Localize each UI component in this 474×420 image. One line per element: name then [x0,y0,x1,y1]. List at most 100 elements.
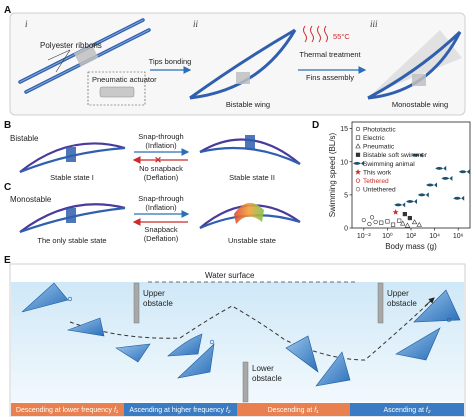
swimmer-3 [115,343,151,363]
electric-point [379,220,384,225]
water-surface-label: Water surface [205,271,255,280]
legend-entry: Swimming animal [363,161,415,168]
legend-entry: This work [363,169,392,176]
bistable-wing-a [189,28,297,100]
swimming-animal-point [441,175,453,181]
polyester-label: Polyester ribbons [40,41,102,50]
x-axis-label: Body mass (g) [385,242,437,251]
stable-state-2-label: Stable state II [229,173,275,182]
swimmer-8 [395,327,441,361]
swimming-animal-point [426,182,438,188]
phase-label-1: Descending at lower frequency f₁ [16,407,119,414]
panel-a-label: A [4,5,11,16]
legend-entry: Tethered [363,178,389,185]
phototactic-point [361,217,366,223]
legend-marker [355,143,361,149]
legend-marker [355,187,361,192]
upper-obstacle-1-line2: obstacle [143,299,173,308]
panel-b: B Bistable Stable state I Snap-through (… [4,120,301,182]
swimmer-1 [21,282,73,313]
phase-bar-2 [124,403,237,416]
phase-bar-3 [237,403,350,416]
legend-marker [355,178,361,183]
phototactic-point [369,215,375,220]
x-tick-label: 10⁰ [382,232,393,240]
lower-obstacle-line1: Lower [252,364,274,373]
bistable-wing-label: Bistable wing [226,100,270,109]
snap-through-label-c: Snap-through [138,194,183,203]
inflation-label-c: (Inflation) [145,203,177,212]
snapback-label: Snapback [144,225,178,234]
flat-ribbons [18,18,151,94]
panel-c-label: C [4,182,11,193]
electric-point [397,218,402,223]
pneumatic-point [416,221,422,227]
phase-bar-1 [11,403,124,416]
panel-c: C Monostable The only stable state Snap-… [4,182,301,245]
upper-obstacle-2 [377,282,384,324]
deflation-label-c: (Deflation) [144,234,179,243]
unstable-state-label: Unstable state [228,236,276,245]
upper-obstacle-2-line1: Upper [387,289,409,298]
x-tick-label: 10² [406,233,417,240]
swim-trajectory [69,299,433,361]
pneumatic-point [411,219,418,225]
temperature-label: 55°C [333,32,350,41]
legend-entry: Bistable soft swimmer [363,152,428,159]
panel-d-label: D [312,120,319,131]
swimmer-5 [177,339,215,379]
legend-marker [355,169,361,175]
lower-obstacle [242,361,249,403]
swimming-animal-point [435,165,447,171]
y-tick-label: 0 [344,226,348,233]
stable-state-1-wing [19,142,126,174]
only-stable-state-label: The only stable state [37,236,106,245]
phase-bar-4 [350,403,464,416]
polyester-leader-2 [55,49,71,73]
legend-entry: Untethered [363,187,396,194]
x-tick-label: 10⁴ [429,233,440,240]
panel-e-label: E [4,255,11,266]
upper-obstacle-2-line2: obstacle [387,299,417,308]
swimmer-9 [413,289,461,323]
monostable-title: Monostable [10,195,52,204]
phase-label-4: Ascending at f₂ [383,407,430,414]
roman-i: i [25,19,28,29]
trajectory-arrow-icon [424,297,435,307]
bistable-soft-swimmer-point [402,211,407,217]
panel-a: A i ii iii Polyester ribbons Pneumatic a… [4,5,466,116]
swimmer-7 [315,351,351,387]
legend-entry: Pneumatic [363,144,395,151]
legend-marker [355,135,361,140]
monostable-wing-a [367,30,462,100]
upper-obstacle-1 [133,282,140,324]
y-tick-label: 15 [340,126,348,133]
inflation-label-b: (Inflation) [145,141,177,150]
phototactic-point [367,221,372,227]
bistable-title: Bistable [10,134,39,143]
tips-bonding-label: Tips bonding [149,57,192,66]
swimming-animal-point [411,152,423,158]
x-tick-label: 10⁻² [357,233,371,240]
swimming-animal-point [406,199,417,204]
x-tick-label: 10⁶ [453,233,464,240]
water-region [11,282,464,402]
electric-point [390,222,396,227]
deflation-label-b: (Deflation) [144,173,179,182]
swimmer-4 [167,333,203,357]
actuator-label: Pneumatic actuator [92,75,157,84]
polyester-leader-1 [47,49,71,61]
legend-marker [355,126,361,132]
stable-state-1-label: Stable state I [50,173,94,182]
upper-obstacle-1-line1: Upper [143,289,165,298]
snap-through-label-b: Snap-through [138,132,183,141]
panel-e: E Water surface Upper obstacle Upper obs… [4,255,466,417]
legend-entry: Electric [363,135,385,142]
cross-icon: ✕ [154,155,162,165]
swimming-animal-point [394,202,406,208]
y-tick-label: 5 [344,192,348,199]
phototactic-point [373,219,378,225]
swimming-animal-point [417,192,429,198]
